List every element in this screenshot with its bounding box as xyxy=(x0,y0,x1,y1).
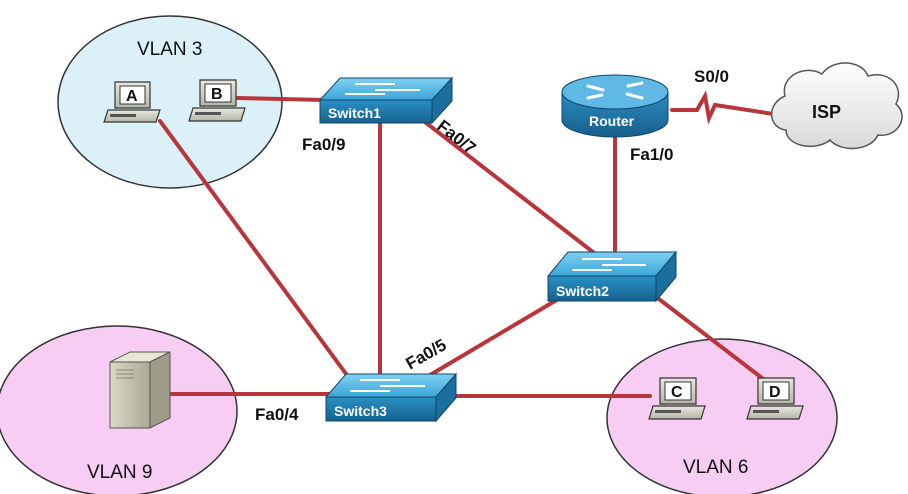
switch1-label: Switch1 xyxy=(328,105,381,121)
vlan6-label: VLAN 6 xyxy=(683,457,748,478)
switch2-label: Switch2 xyxy=(556,283,609,299)
port-fa04-label: Fa0/4 xyxy=(255,405,299,424)
link-a-switch3 xyxy=(158,119,354,384)
router-icon[interactable]: Router xyxy=(561,74,669,138)
pc-d-label: D xyxy=(769,384,781,401)
pc-c-label: C xyxy=(671,384,683,401)
switch2-icon[interactable]: Switch2 xyxy=(546,250,678,303)
switch3-label: Switch3 xyxy=(334,403,387,419)
port-fa10-label: Fa1/0 xyxy=(630,145,673,164)
pc-a-label: A xyxy=(126,88,138,105)
switch3-icon[interactable]: Switch3 xyxy=(324,372,458,423)
isp-cloud-icon[interactable]: ISP xyxy=(770,62,903,150)
link-router-isp-serial xyxy=(670,90,782,125)
pc-d-icon[interactable]: D xyxy=(746,377,804,420)
link-switch1-switch2 xyxy=(410,110,600,258)
link-switch2-switch3 xyxy=(423,296,562,380)
pc-b-icon[interactable]: B xyxy=(188,79,246,122)
port-fa09-label: Fa0/9 xyxy=(302,135,345,154)
isp-label: ISP xyxy=(812,102,841,122)
port-s00-label: S0/0 xyxy=(694,67,729,86)
router-label: Router xyxy=(589,113,635,129)
pc-a-icon[interactable]: A xyxy=(103,81,161,123)
pc-c-icon[interactable]: C xyxy=(648,377,706,420)
switch1-icon[interactable]: Switch1 xyxy=(318,76,454,125)
vlan3-area xyxy=(57,15,283,189)
port-fa07-label: Fa0/7 xyxy=(434,116,480,158)
link-b-switch1 xyxy=(236,96,327,102)
links xyxy=(158,90,782,398)
vlan3-label: VLAN 3 xyxy=(137,39,202,60)
pc-b-label: B xyxy=(211,86,223,103)
server-icon[interactable] xyxy=(109,351,171,429)
link-switch2-d xyxy=(653,294,764,380)
vlan9-label: VLAN 9 xyxy=(87,462,152,483)
